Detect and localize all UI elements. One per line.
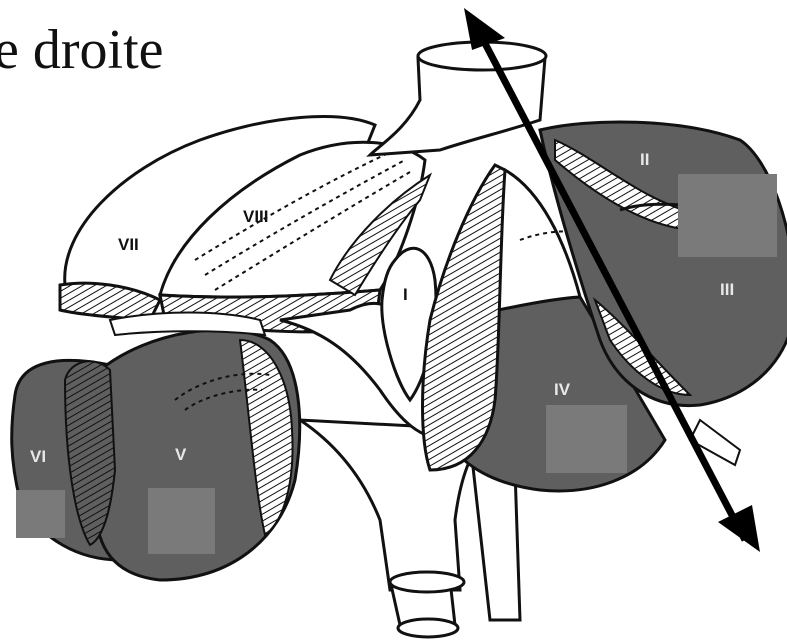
mask-box-segment-iv — [546, 405, 627, 473]
segment-label-v: V — [175, 445, 187, 464]
segment-label-i: I — [403, 285, 408, 304]
mask-box-segment-v — [148, 488, 215, 554]
segment-label-viii: VIII — [243, 207, 269, 226]
mask-box-segment-vi — [16, 490, 65, 538]
segment-label-vi: VI — [30, 447, 46, 466]
arrow-head-bottom-icon — [718, 505, 760, 552]
segment-label-iii: III — [720, 280, 734, 299]
segment-label-iv: IV — [554, 380, 571, 399]
segment-label-vii: VII — [118, 235, 139, 254]
mask-box-segment-ii — [678, 174, 777, 257]
segment-label-ii: II — [640, 150, 649, 169]
